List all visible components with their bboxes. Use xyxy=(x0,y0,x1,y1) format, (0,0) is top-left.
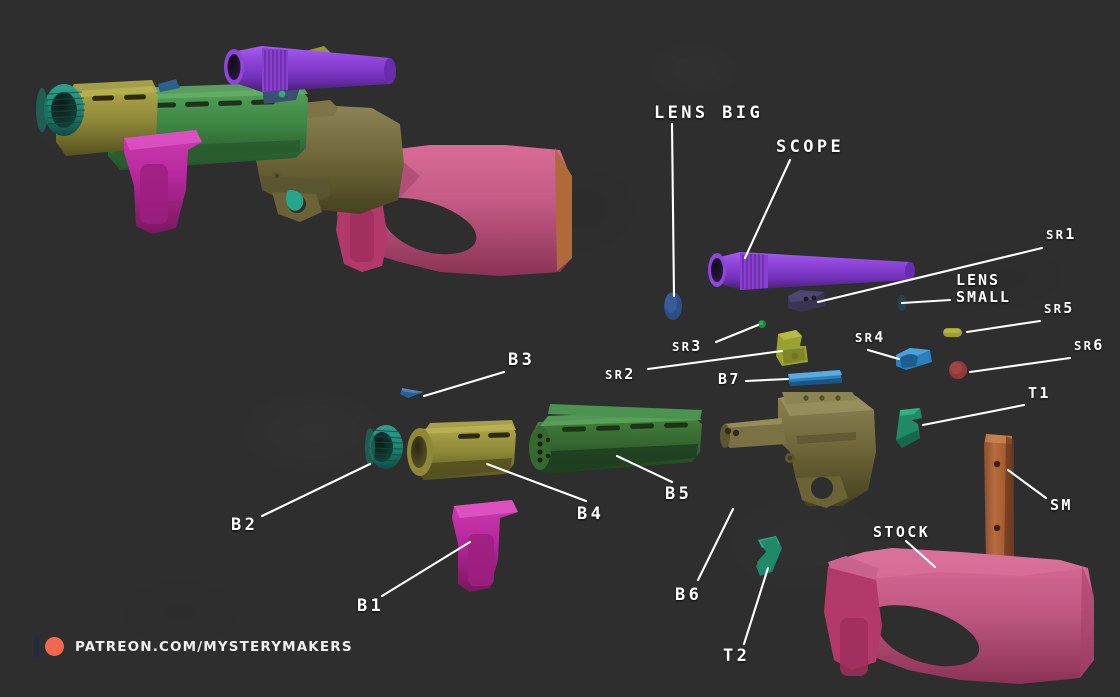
b1-part xyxy=(452,500,518,592)
callout-label-b3: B3 xyxy=(508,350,536,370)
callout-index: 3 xyxy=(691,337,703,355)
callout-label-sm: SM xyxy=(1050,496,1073,514)
patreon-watermark[interactable]: PATREON.COM/MYSTERYMAKERS xyxy=(34,636,353,657)
callout-label-sr1: SR1 xyxy=(1046,226,1077,243)
stock-part xyxy=(824,548,1094,684)
patreon-dot-icon xyxy=(45,637,64,656)
leader-line-b1 xyxy=(380,540,472,598)
leader-line-lens-small xyxy=(900,298,952,305)
callout-label-stock: STOCK xyxy=(873,523,931,541)
scope-part xyxy=(708,252,915,290)
sr4-part xyxy=(896,348,932,370)
t1-part xyxy=(896,408,922,448)
leader-line-b2 xyxy=(260,462,372,518)
b3-part xyxy=(400,388,424,398)
callout-label-scope: SCOPE xyxy=(776,137,845,157)
sr2-part xyxy=(776,330,808,366)
callout-label-b1: B1 xyxy=(357,596,385,616)
callout-prefix: SR xyxy=(1044,302,1064,316)
callout-prefix: SR xyxy=(855,331,875,345)
leader-line-sr3 xyxy=(714,323,760,344)
callout-label-sr2: SR2 xyxy=(605,366,636,383)
assembled-weapon xyxy=(36,46,572,276)
leader-line-b7 xyxy=(744,377,790,383)
callout-prefix: SR xyxy=(1074,339,1094,353)
leader-line-sr6 xyxy=(968,356,1072,374)
patreon-url-text: PATREON.COM/MYSTERYMAKERS xyxy=(75,638,353,655)
t2-part xyxy=(757,537,780,572)
callout-label-b6: B6 xyxy=(675,585,703,605)
b7-part xyxy=(788,370,842,386)
callout-line-2: SMALL xyxy=(956,287,1011,306)
leader-line-t2 xyxy=(742,566,770,646)
callout-prefix: SR xyxy=(672,340,692,354)
callout-index: 4 xyxy=(874,328,886,346)
patreon-bar-icon xyxy=(34,636,39,657)
callout-label-sr3: SR3 xyxy=(672,338,703,355)
hero-scope xyxy=(224,46,396,92)
leader-line-b4 xyxy=(485,462,588,503)
callout-label-sr4: SR4 xyxy=(855,329,886,346)
b2-part xyxy=(365,425,404,469)
leader-line-lens-big xyxy=(670,122,676,298)
callout-label-lens-big: LENS BIG xyxy=(654,103,764,123)
callout-label-b5: B5 xyxy=(665,484,693,504)
leader-line-sr1 xyxy=(816,246,1044,304)
leader-line-b3 xyxy=(422,370,506,398)
callout-label-b2: B2 xyxy=(231,515,259,535)
leader-line-sr5 xyxy=(965,319,1042,334)
leader-line-sr4 xyxy=(866,348,901,361)
sr1-part xyxy=(788,290,826,312)
callout-index: 2 xyxy=(624,365,636,383)
leader-line-scope xyxy=(743,158,792,260)
callout-index: 5 xyxy=(1063,299,1075,317)
callout-label-t2: T2 xyxy=(723,646,751,666)
exploded-scope-group xyxy=(664,252,967,386)
b5-part xyxy=(529,404,702,474)
exploded-barrel-group xyxy=(365,388,702,592)
callout-line-1: LENS xyxy=(956,271,1000,289)
leader-line-b5 xyxy=(615,454,674,484)
leader-line-sr2 xyxy=(646,349,784,371)
callout-label-b7: B7 xyxy=(718,370,741,388)
leader-line-sm xyxy=(1006,468,1048,500)
leader-line-t1 xyxy=(921,403,1026,427)
callout-index: 1 xyxy=(1065,225,1077,243)
sm-part xyxy=(984,434,1014,570)
callout-prefix: SR xyxy=(1046,228,1066,242)
callout-prefix: SR xyxy=(605,368,625,382)
callout-label-b4: B4 xyxy=(577,504,605,524)
callout-label-t1: T1 xyxy=(1028,384,1051,402)
callout-label-sr6: SR6 xyxy=(1074,337,1105,354)
leader-lines xyxy=(260,122,1072,646)
leader-line-b6 xyxy=(696,507,735,582)
callout-index: 6 xyxy=(1093,336,1105,354)
callout-label-sr5: SR5 xyxy=(1044,300,1075,317)
receiver-body-part xyxy=(720,392,876,508)
leader-line-stock xyxy=(904,539,937,569)
b4-part xyxy=(407,420,516,480)
